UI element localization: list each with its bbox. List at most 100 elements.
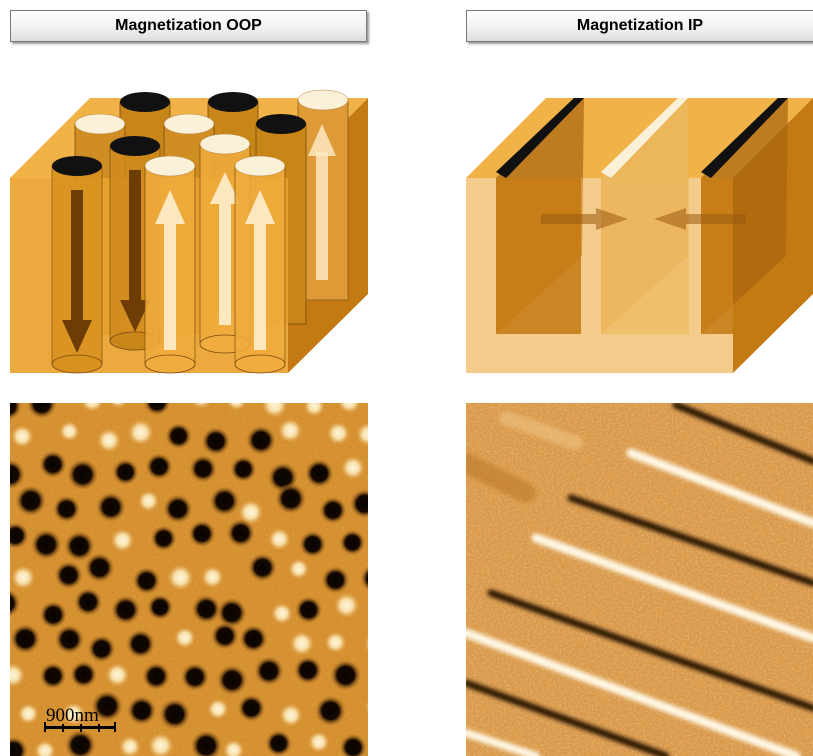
domain-dot-dark: [112, 458, 139, 486]
domain-dot-dark: [339, 733, 367, 756]
domain-dot-light: [59, 421, 80, 442]
domain-dot-dark: [84, 552, 115, 583]
ip-domain-middle: [601, 178, 689, 334]
domain-dot-dark: [304, 458, 334, 488]
oop-domain-schematic: [10, 89, 368, 374]
domain-dot-dark: [39, 600, 68, 629]
ip-domain-schematic: [466, 98, 813, 373]
domain-dot-light: [109, 403, 128, 409]
domain-dot-light: [356, 422, 368, 447]
domain-dot-light: [289, 631, 314, 656]
domain-dot-light: [308, 731, 330, 753]
domain-dot-dark: [321, 566, 350, 594]
domain-dot-dark: [299, 530, 327, 558]
arrow-left: [654, 208, 746, 230]
domain-dot-dark: [189, 454, 218, 483]
domain-dot-dark: [188, 520, 216, 548]
domain-dot-dark: [73, 587, 103, 617]
arrow-right: [541, 208, 628, 230]
domain-dot-dark: [294, 596, 323, 624]
domain-dot-light: [327, 421, 350, 445]
domain-dot-light: [11, 565, 36, 590]
ip-domain-left: [496, 178, 581, 334]
domain-dot-dark: [132, 566, 161, 595]
domain-dot-dark: [210, 621, 239, 650]
domain-wall-bright: [466, 729, 540, 756]
domain-wall-dark: [567, 494, 813, 587]
domain-dot-light: [190, 403, 212, 409]
domain-dot-dark: [10, 588, 21, 618]
domain-dot-dark: [142, 662, 171, 691]
domain-dot-dark: [10, 623, 41, 655]
domain-dot-light: [201, 565, 224, 589]
domain-dot-dark: [150, 525, 177, 552]
domain-dot-dark: [330, 659, 362, 691]
domain-dot-dark: [10, 459, 26, 490]
domain-dot-dark: [126, 695, 157, 726]
domain-dot-light: [279, 703, 303, 727]
ip-domain-right: [701, 178, 733, 334]
domain-dot-dark: [191, 594, 221, 624]
domain-dot-dark: [30, 529, 62, 561]
domain-dot-dark: [91, 690, 123, 722]
domain-dot-dark: [10, 403, 23, 421]
domain-dot-dark: [69, 660, 98, 689]
domain-wall-bright: [626, 448, 813, 528]
domain-dot-dark: [38, 450, 67, 479]
domain-dot-dark: [10, 521, 29, 550]
domain-dot-dark: [360, 565, 368, 592]
domain-dot-light: [261, 403, 288, 418]
domain-wall-dark: [672, 403, 813, 465]
domain-dot-dark: [216, 664, 248, 696]
domain-dot-light: [34, 740, 56, 756]
domain-dot-dark: [66, 458, 99, 491]
cylinder-front-1: [51, 156, 103, 374]
domain-dot-dark: [275, 482, 307, 515]
domain-dot-dark: [64, 530, 95, 562]
domain-dot-light: [207, 698, 229, 720]
scale-bar: 900nm: [44, 705, 116, 732]
domain-dot-dark: [111, 595, 141, 625]
domain-dot-dark: [239, 624, 268, 654]
domain-dot-light: [341, 455, 365, 480]
domain-dot-dark: [143, 403, 171, 416]
domain-dot-light: [226, 403, 247, 411]
domain-wall-bright: [466, 628, 801, 756]
domain-dot-light: [324, 631, 347, 654]
domain-dot-dark: [26, 403, 57, 419]
scale-bar-label: 900nm: [46, 705, 99, 726]
domain-dot-dark: [163, 494, 193, 524]
domain-dot-dark: [314, 695, 347, 727]
domain-dot-dark: [54, 624, 85, 655]
domain-dot-light: [10, 425, 34, 448]
domain-dot-light: [288, 558, 310, 580]
domain-dot-dark: [293, 656, 323, 685]
ip-afm-image: [466, 403, 813, 756]
domain-dot-dark: [180, 662, 210, 692]
domain-dot-dark: [319, 496, 347, 525]
domain-dot-light: [238, 499, 264, 525]
domain-dot-light: [137, 490, 160, 512]
domain-dot-dark: [216, 597, 247, 628]
domain-wall-dark: [466, 679, 670, 756]
domain-dot-dark: [230, 455, 257, 483]
domain-dot-dark: [165, 422, 193, 450]
domain-dot-dark: [349, 488, 368, 519]
domain-dot-light: [364, 698, 368, 716]
domain-dot-dark: [39, 662, 67, 690]
domain-dot-light: [271, 602, 293, 625]
domain-dot-light: [334, 592, 360, 618]
domain-dot-light: [222, 739, 245, 756]
panel-title-oop: Magnetization OOP: [10, 10, 367, 42]
domain-dot-dark: [254, 656, 284, 686]
domain-dot-light: [127, 419, 154, 446]
domain-dot-dark: [339, 529, 366, 556]
domain-dot-light: [10, 662, 26, 688]
domain-dot-light: [97, 428, 121, 453]
domain-dot-dark: [87, 634, 116, 663]
domain-dot-dark: [245, 425, 277, 456]
domain-dot-dark: [125, 629, 156, 659]
domain-dot-dark: [54, 560, 83, 590]
domain-dot-light: [174, 627, 196, 649]
domain-dot-dark: [10, 736, 28, 756]
